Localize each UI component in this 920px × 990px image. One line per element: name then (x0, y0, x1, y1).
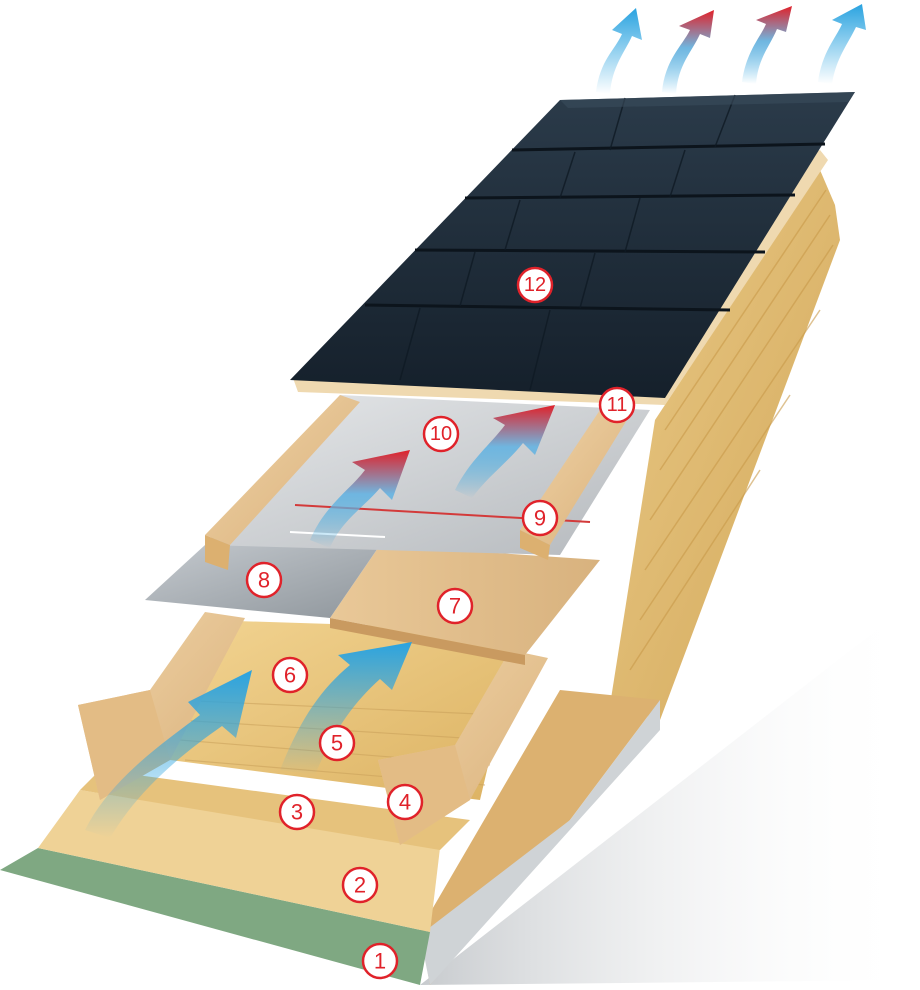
arrow-cool-top-4 (818, 4, 866, 84)
arrow-airflow-left (85, 670, 252, 838)
installation-insulation (80, 770, 470, 850)
ventilation-arrows-top (596, 4, 866, 94)
badge-11: 11 (598, 386, 636, 424)
badge-1: 1 (361, 942, 399, 980)
membrane-white-line (289, 531, 386, 538)
badge-10-label: 10 (430, 423, 452, 445)
tile-highlight (560, 92, 855, 108)
rafter-right-front (378, 745, 470, 845)
arrow-cool-top-1 (596, 8, 642, 94)
badge-3-label: 3 (291, 800, 303, 825)
badge-3: 3 (278, 793, 316, 831)
counter-batten-left-front (205, 535, 230, 570)
side-edge-insulation (610, 170, 840, 720)
badge-8: 8 (245, 561, 283, 599)
arrow-airflow-center (280, 642, 412, 775)
badge-4-label: 4 (399, 790, 411, 815)
arrow-ventilation-mid (310, 450, 410, 548)
badge-12-label: 12 (524, 274, 546, 296)
drop-shadow (420, 600, 915, 985)
counter-batten-left (205, 395, 360, 545)
badge-5: 5 (318, 724, 356, 762)
badge-6: 6 (271, 656, 309, 694)
badge-7-label: 7 (449, 594, 461, 619)
badge-7: 7 (436, 587, 474, 625)
badge-6-label: 6 (284, 663, 296, 688)
side-edge-plasterboard (420, 700, 660, 985)
counter-batten-right-front (520, 530, 550, 560)
roof-tiles (290, 92, 855, 398)
sheathing-board-edge (330, 618, 525, 665)
arrow-ventilation-upper (455, 405, 555, 498)
badge-2: 2 (341, 866, 379, 904)
badge-10: 10 (422, 415, 460, 453)
arrow-warm-top-2 (662, 10, 714, 94)
badge-5-label: 5 (331, 731, 343, 756)
wood-fibre-board (38, 790, 440, 932)
side-edge-texture (629, 189, 834, 671)
badge-9: 9 (521, 499, 559, 537)
tile-course-lines (364, 142, 826, 312)
badge-12: 12 (516, 266, 554, 304)
arrow-warm-top-3 (742, 6, 792, 84)
tile-joint-lines (399, 94, 736, 391)
badge-11-label: 11 (607, 394, 628, 416)
badge-9-label: 9 (534, 506, 546, 531)
plasterboard-layer (0, 848, 430, 985)
badge-1-label: 1 (374, 949, 386, 974)
badge-2-label: 2 (354, 873, 366, 898)
badge-4: 4 (386, 783, 424, 821)
badge-8-label: 8 (258, 568, 270, 593)
